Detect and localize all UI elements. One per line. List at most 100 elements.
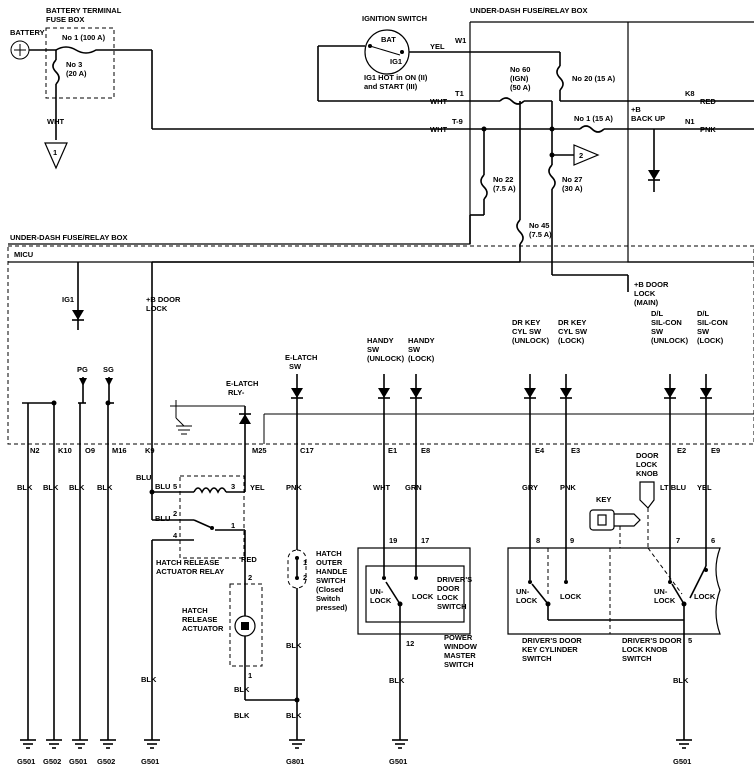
svg-text:DR KEY: DR KEY [558, 318, 586, 327]
ground-symbol [72, 739, 88, 749]
svg-text:2: 2 [579, 151, 583, 160]
svg-text:SWITCH: SWITCH [316, 576, 346, 585]
svg-text:LOCK: LOCK [146, 304, 168, 313]
svg-text:UN-: UN- [516, 587, 530, 596]
svg-text:KEY: KEY [596, 495, 611, 504]
svg-text:(LOCK): (LOCK) [408, 354, 435, 363]
micu-outline [7, 245, 754, 445]
svg-text:DRIVER'S: DRIVER'S [437, 575, 472, 584]
svg-text:C17: C17 [300, 446, 314, 455]
fuse-no20: No 20 (15 A) [572, 74, 616, 83]
svg-text:RLY-: RLY- [228, 388, 245, 397]
key-icon [589, 509, 615, 531]
ground-label: G501 [141, 757, 159, 766]
fuse-no27: No 27 [562, 175, 582, 184]
svg-text:LOCK: LOCK [654, 596, 676, 605]
svg-text:HANDY: HANDY [408, 336, 435, 345]
hatch-outer-handle-switch: PNK 1 2 HATCH OUTER HANDLE SWITCH (Close… [234, 444, 348, 740]
ground-symbol [392, 739, 408, 749]
svg-text:YEL: YEL [250, 483, 265, 492]
svg-text:YEL: YEL [430, 42, 445, 51]
svg-text:BLK: BLK [286, 641, 302, 650]
svg-text:K8: K8 [685, 89, 695, 98]
ground-symbol [46, 739, 62, 749]
svg-text:BAT: BAT [381, 35, 396, 44]
svg-text:SWITCH: SWITCH [444, 660, 474, 669]
svg-text:SW: SW [408, 345, 421, 354]
svg-text:E9: E9 [711, 446, 720, 455]
svg-text:WHT: WHT [430, 97, 447, 106]
ref-triangle-2 [573, 144, 600, 166]
left-ground-wires: BLK BLK BLK BLK [17, 444, 113, 740]
svg-text:2: 2 [173, 509, 177, 518]
svg-text:HANDY: HANDY [367, 336, 394, 345]
svg-text:IG1: IG1 [62, 295, 74, 304]
svg-text:SWITCH: SWITCH [622, 654, 652, 663]
svg-text:UN-: UN- [370, 587, 384, 596]
svg-text:DOOR: DOOR [437, 584, 460, 593]
svg-text:7: 7 [676, 536, 680, 545]
svg-text:2: 2 [303, 573, 307, 582]
svg-text:SW: SW [697, 327, 710, 336]
svg-text:LOCK: LOCK [636, 460, 658, 469]
svg-text:(50 A): (50 A) [510, 83, 531, 92]
svg-text:MASTER: MASTER [444, 651, 476, 660]
svg-text:BLK: BLK [286, 711, 302, 720]
fuse-no45: No 45 [529, 221, 549, 230]
battery-fuse-box [45, 27, 115, 99]
svg-text:12: 12 [406, 639, 414, 648]
svg-text:W1: W1 [455, 36, 466, 45]
svg-text:LT BLU: LT BLU [660, 483, 686, 492]
ground-symbol [20, 739, 36, 749]
svg-text:RELEASE: RELEASE [182, 615, 217, 624]
svg-text:CYL SW: CYL SW [558, 327, 588, 336]
ground-label: G502 [43, 757, 61, 766]
svg-text:BLK: BLK [234, 711, 250, 720]
svg-text:BLU: BLU [155, 482, 170, 491]
svg-text:DR KEY: DR KEY [512, 318, 540, 327]
svg-text:1: 1 [53, 148, 57, 157]
svg-text:M16: M16 [112, 446, 127, 455]
micu-box: UNDER-DASH FUSE/RELAY BOX MICU IG1 +B DO… [7, 233, 754, 445]
svg-text:RED: RED [700, 97, 716, 106]
svg-text:BLU: BLU [155, 514, 170, 523]
svg-text:SW: SW [367, 345, 380, 354]
svg-text:SW: SW [651, 327, 664, 336]
svg-text:ACTUATOR RELAY: ACTUATOR RELAY [156, 567, 224, 576]
svg-text:5: 5 [173, 482, 177, 491]
fuse-no3: No 3 [66, 60, 82, 69]
svg-text:1: 1 [231, 521, 235, 530]
svg-text:BACK UP: BACK UP [631, 114, 665, 123]
svg-text:E8: E8 [421, 446, 430, 455]
ground-label: G801 [286, 757, 304, 766]
svg-text:2: 2 [248, 573, 252, 582]
svg-text:WINDOW: WINDOW [444, 642, 478, 651]
ground-label: G501 [17, 757, 35, 766]
svg-text:BLU: BLU [136, 473, 151, 482]
svg-text:N1: N1 [685, 117, 695, 126]
svg-text:BLK: BLK [43, 483, 59, 492]
svg-text:E4: E4 [535, 446, 545, 455]
svg-text:K9: K9 [145, 446, 155, 455]
svg-text:OUTER: OUTER [316, 558, 343, 567]
svg-text:3: 3 [231, 482, 235, 491]
svg-text:4: 4 [173, 531, 178, 540]
battery-label: BATTERY [10, 28, 45, 37]
hatch-release-actuator: 2 1 HATCH RELEASE ACTUATOR BLK [182, 573, 300, 703]
ref-triangle-1 [44, 142, 68, 170]
svg-text:WHT: WHT [373, 483, 390, 492]
svg-text:BLK: BLK [673, 676, 689, 685]
underdash-left-title: UNDER-DASH FUSE/RELAY BOX [10, 233, 128, 242]
svg-text:+B DOOR: +B DOOR [146, 295, 181, 304]
svg-text:YEL: YEL [697, 483, 712, 492]
svg-text:HANDLE: HANDLE [316, 567, 347, 576]
svg-text:PG: PG [77, 365, 88, 374]
fuse-no60: No 60 [510, 65, 530, 74]
svg-text:E2: E2 [677, 446, 686, 455]
ground-label: G502 [97, 757, 115, 766]
ground-label: G501 [69, 757, 87, 766]
ground-label: G501 [389, 757, 407, 766]
svg-text:GRN: GRN [405, 483, 422, 492]
ground-symbol [144, 739, 160, 749]
svg-text:5: 5 [688, 636, 692, 645]
